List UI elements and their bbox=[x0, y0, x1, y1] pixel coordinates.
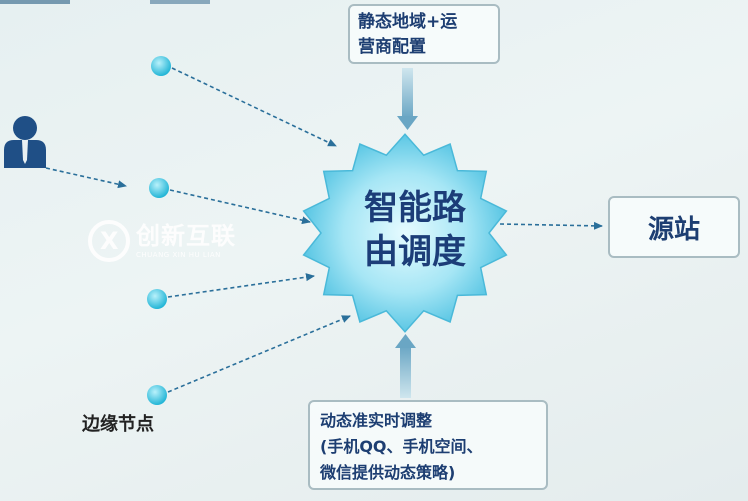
dynamic-adjust-line: 动态准实时调整 bbox=[320, 411, 433, 430]
node-to-hub-arrow bbox=[167, 273, 315, 298]
hub-to-source-arrow bbox=[499, 221, 603, 230]
routing-hub-shape bbox=[302, 133, 508, 333]
routing-hub-label: 智能路 由调度 bbox=[330, 186, 500, 274]
edge-node bbox=[151, 56, 171, 76]
source-station-box: 源站 bbox=[608, 196, 740, 258]
edge-node bbox=[149, 178, 169, 198]
source-station-label: 源站 bbox=[647, 214, 700, 245]
top-box-down-arrow bbox=[397, 68, 418, 130]
dynamic-adjust-box: 动态准实时调整 (手机QQ、手机空间、 微信提供动态策略) bbox=[308, 400, 548, 490]
edge-nodes-label: 边缘节点 bbox=[82, 414, 154, 435]
dynamic-adjust-line: (手机QQ、手机空间、 bbox=[320, 437, 483, 456]
bottom-box-up-arrow bbox=[395, 334, 416, 398]
top-edge-fragment bbox=[150, 0, 210, 4]
edge-node bbox=[147, 385, 167, 405]
node-to-hub-arrow bbox=[169, 189, 311, 225]
user-icon bbox=[4, 116, 46, 168]
static-config-line: 静态地域+运 bbox=[358, 12, 458, 32]
node-to-hub-arrow bbox=[167, 315, 351, 393]
routing-hub-line: 智能路 bbox=[364, 188, 466, 228]
edge-node bbox=[147, 289, 167, 309]
user-to-node-arrow bbox=[45, 167, 127, 189]
top-edge-fragment bbox=[0, 0, 70, 4]
routing-hub-line: 由调度 bbox=[364, 232, 466, 272]
dynamic-adjust-line: 微信提供动态策略) bbox=[320, 463, 456, 482]
node-to-hub-arrow bbox=[171, 67, 337, 147]
static-config-box: 静态地域+运 营商配置 bbox=[348, 4, 500, 64]
static-config-line: 营商配置 bbox=[358, 37, 426, 57]
